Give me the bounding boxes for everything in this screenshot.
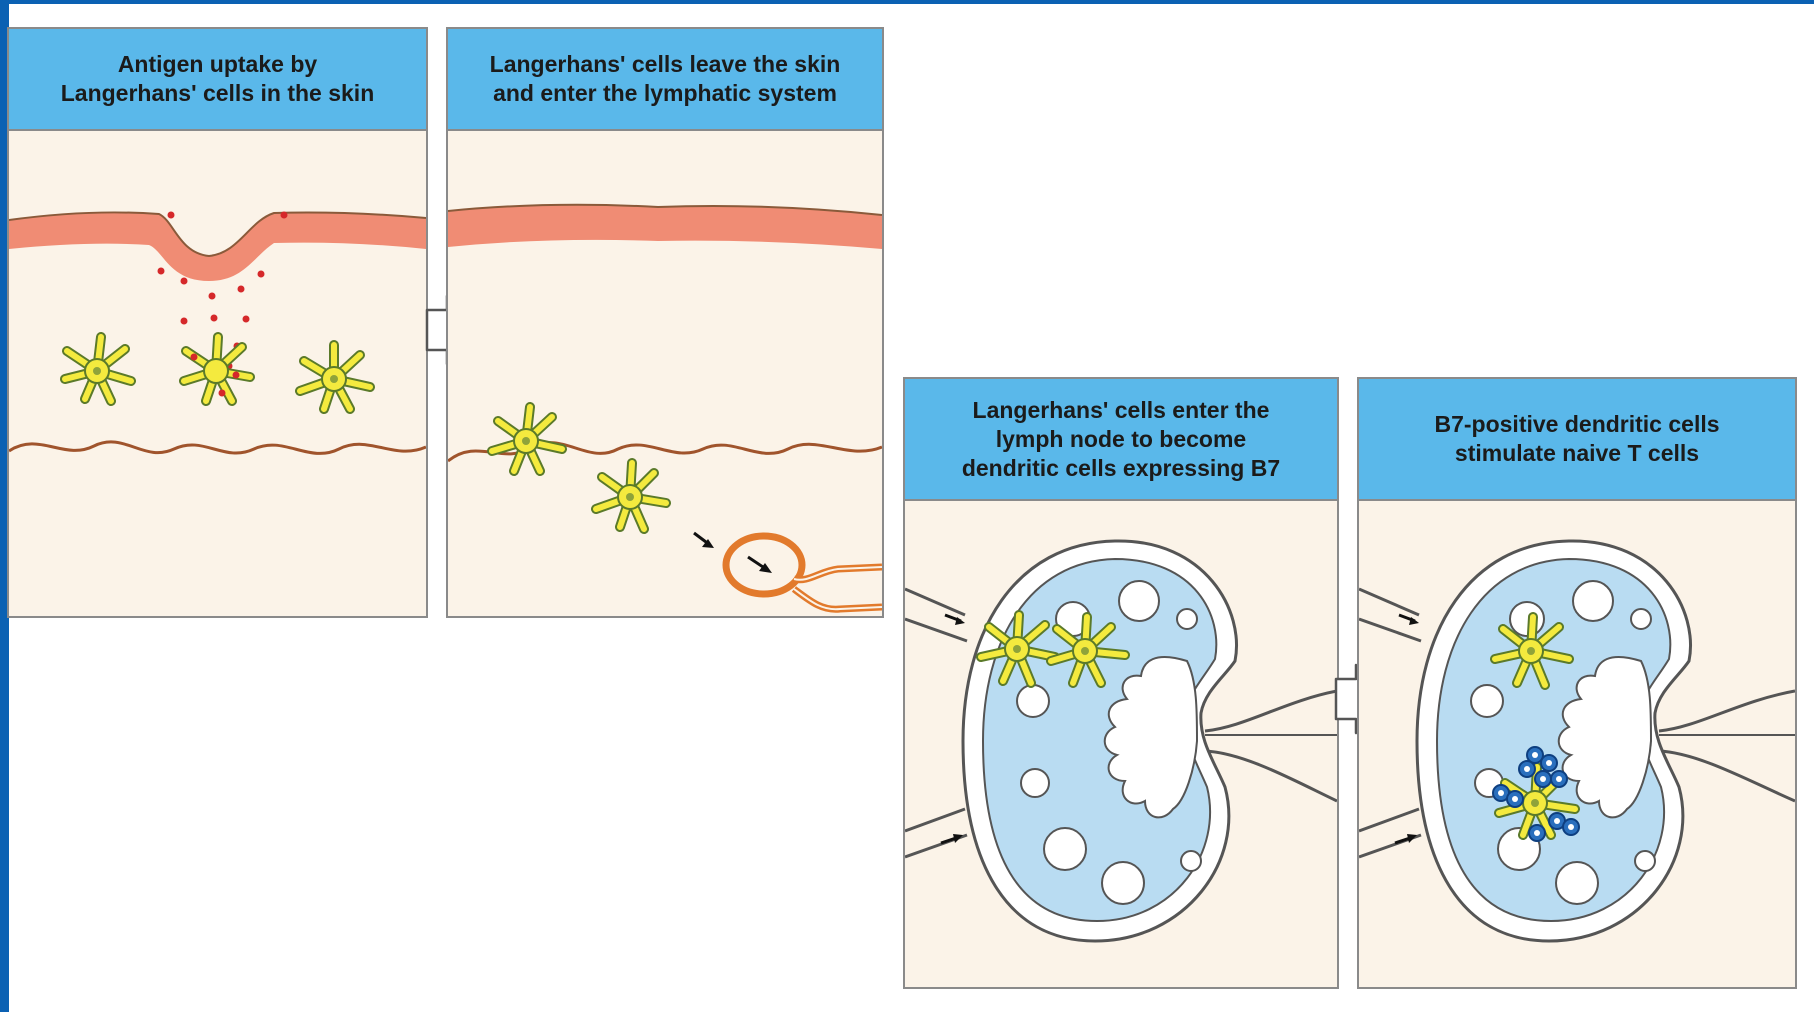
frame-top-bar (0, 0, 1814, 4)
langerhans-cell (300, 345, 370, 409)
skin-illustration (9, 131, 426, 616)
panel-enter-lymph-node: Langerhans' cells enter the lymph node t… (903, 377, 1339, 989)
lymph-node-illustration (1359, 501, 1795, 987)
langerhans-cell (65, 337, 131, 401)
panel-header: Antigen uptake by Langerhans' cells in t… (9, 29, 426, 131)
panel-header: B7-positive dendritic cells stimulate na… (1359, 379, 1795, 501)
langerhans-cell (184, 337, 250, 401)
epidermis-layer (448, 205, 882, 249)
afferent-lymphatic (1359, 589, 1421, 857)
small-black-arrow-icon (945, 615, 965, 625)
langerhans-cell (596, 463, 666, 529)
small-black-arrow-icon (1399, 615, 1419, 625)
panel-antigen-uptake: Antigen uptake by Langerhans' cells in t… (7, 27, 428, 618)
panel-stimulate-t-cells: B7-positive dendritic cells stimulate na… (1357, 377, 1797, 989)
lymphatic-vessel (726, 536, 882, 609)
panel-title: Langerhans' cells leave the skin and ent… (490, 50, 841, 108)
panel-title: B7-positive dendritic cells stimulate na… (1434, 410, 1719, 468)
epidermis-layer (9, 212, 426, 281)
skin-illustration (448, 131, 882, 616)
panel-leave-skin: Langerhans' cells leave the skin and ent… (446, 27, 884, 618)
panel-title: Langerhans' cells enter the lymph node t… (962, 396, 1280, 483)
panel-header: Langerhans' cells enter the lymph node t… (905, 379, 1337, 501)
panel-title: Antigen uptake by Langerhans' cells in t… (61, 50, 375, 108)
afferent-lymphatic (905, 589, 967, 857)
langerhans-cell (492, 407, 562, 471)
basement-membrane (9, 442, 426, 454)
lymph-node-illustration (905, 501, 1337, 987)
panel-header: Langerhans' cells leave the skin and ent… (448, 29, 882, 131)
small-black-arrow-icon (694, 533, 714, 548)
